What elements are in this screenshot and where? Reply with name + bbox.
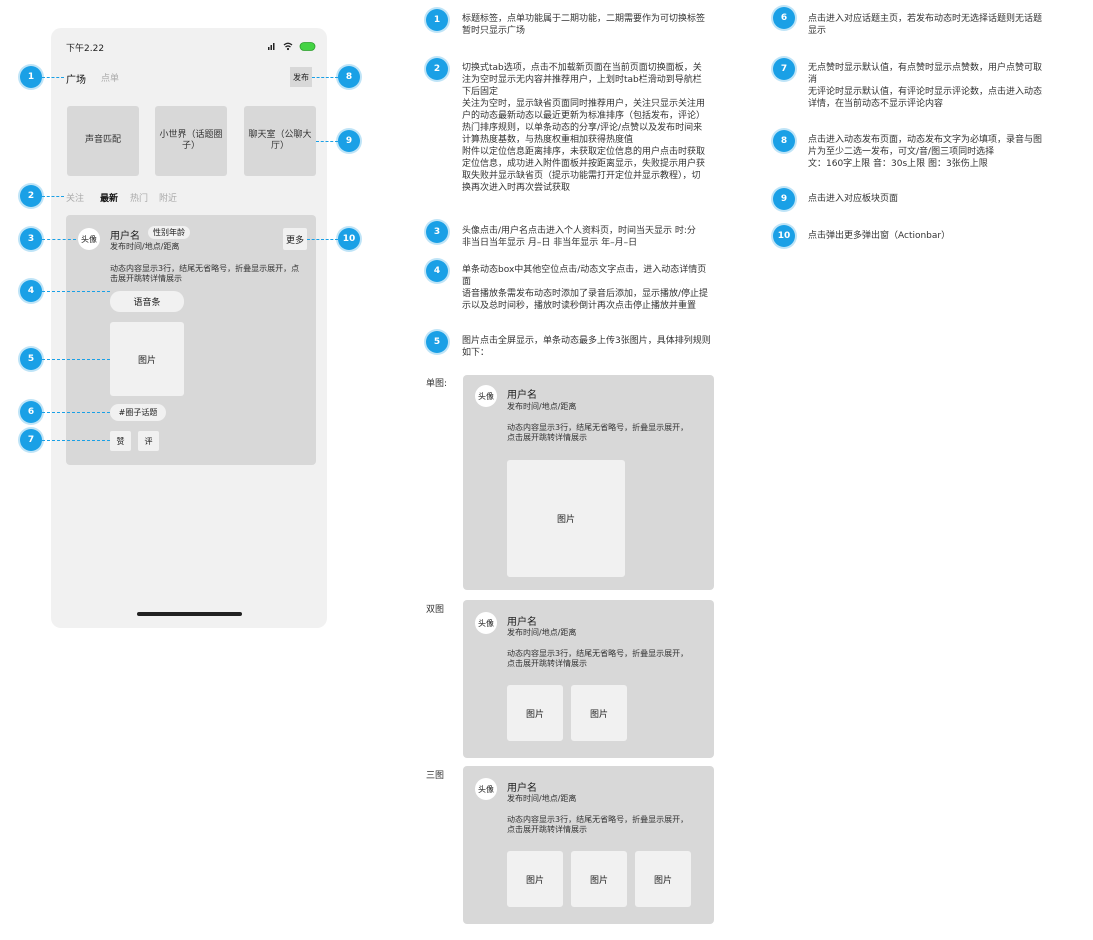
sample-avatar: 头像: [475, 612, 497, 634]
sample-image: 图片: [635, 851, 691, 907]
comment-button[interactable]: 评: [138, 431, 159, 451]
sample-image: 图片: [507, 685, 563, 741]
board-voice-match[interactable]: 声音匹配: [67, 106, 139, 176]
sample-content: 动态内容显示3行，结尾无省略号，折叠显示展开，点击展开跳转详情展示: [507, 649, 689, 668]
sample-image: 图片: [507, 460, 625, 577]
note-badge-10: 10: [773, 225, 795, 247]
post-username[interactable]: 用户名: [110, 231, 140, 242]
feed-post-card[interactable]: [66, 215, 316, 465]
wifi-icon: [283, 42, 293, 51]
tab-order[interactable]: 点单: [101, 74, 120, 84]
topic-tag[interactable]: #圈子话题: [110, 404, 166, 421]
callout-badge-5: 5: [20, 348, 42, 370]
filter-latest[interactable]: 最新: [100, 194, 119, 204]
status-icons: [268, 42, 316, 51]
post-gender-age-tag: 性别年龄: [148, 226, 190, 239]
callout-badge-8: 8: [338, 66, 360, 88]
sample-meta: 发布时间/地点/距离: [507, 628, 577, 637]
callout-line-10: [307, 239, 338, 240]
note-badge-1: 1: [426, 9, 448, 31]
note-10: 点击弹出更多弹出窗（Actionbar）: [808, 231, 951, 241]
tab-square[interactable]: 广场: [66, 75, 86, 86]
callout-badge-3: 3: [20, 228, 42, 250]
sample-label-single: 单图:: [426, 379, 448, 389]
signal-icon: [268, 43, 275, 50]
filter-following[interactable]: 关注: [66, 194, 85, 204]
note-9: 点击进入对应板块页面: [808, 194, 899, 204]
note-badge-4: 4: [426, 260, 448, 282]
callout-badge-7: 7: [20, 429, 42, 451]
post-avatar[interactable]: 头像: [78, 228, 100, 250]
sample-username: 用户名: [507, 390, 537, 401]
note-5: 图片点击全屏显示，单条动态最多上传3张图片，具体排列规则 如下：: [462, 336, 711, 358]
board-small-world[interactable]: 小世界（话题圈子）: [155, 106, 227, 176]
callout-badge-9: 9: [338, 130, 360, 152]
sample-image: 图片: [571, 685, 627, 741]
note-badge-7: 7: [773, 58, 795, 80]
note-badge-8: 8: [773, 130, 795, 152]
callout-badge-2: 2: [20, 185, 42, 207]
callout-line-6: [42, 412, 110, 413]
post-content[interactable]: 动态内容显示3行，结尾无省略号，折叠显示展开，点击展开跳转详情展示: [110, 264, 300, 283]
note-badge-9: 9: [773, 188, 795, 210]
sample-username: 用户名: [507, 617, 537, 628]
sample-meta: 发布时间/地点/距离: [507, 402, 577, 411]
sample-label-triple: 三图: [426, 771, 445, 781]
sample-image: 图片: [507, 851, 563, 907]
callout-badge-4: 4: [20, 280, 42, 302]
note-4: 单条动态box中其他空位点击/动态文字点击，进入动态详情页 面 语音播放条需发布…: [462, 265, 709, 311]
like-button[interactable]: 赞: [110, 431, 131, 451]
voice-bar[interactable]: 语音条: [110, 291, 184, 312]
callout-badge-1: 1: [20, 66, 42, 88]
note-7: 无点赞时显示默认值，有点赞时显示点赞数，用户点赞可取 消 无评论时显示默认值，有…: [808, 63, 1043, 109]
sample-label-double: 双图: [426, 605, 445, 615]
callout-badge-10: 10: [338, 228, 360, 250]
callout-line-9: [316, 141, 338, 142]
callout-line-7: [42, 440, 110, 441]
callout-line-8: [312, 77, 338, 78]
sample-content: 动态内容显示3行，结尾无省略号，折叠显示展开，点击展开跳转详情展示: [507, 815, 689, 834]
note-1: 标题标签，点单功能属于二期功能，二期需要作为可切换标签 暂时只显示广场: [462, 14, 706, 36]
callout-line-1: [42, 77, 64, 78]
sample-username: 用户名: [507, 783, 537, 794]
note-8: 点击进入动态发布页面，动态发布文字为必填项，录音与图 片为至少二选一发布，可文/…: [808, 135, 1043, 169]
callout-line-2: [42, 196, 64, 197]
sample-avatar: 头像: [475, 778, 497, 800]
publish-button[interactable]: 发布: [290, 67, 312, 87]
filter-nearby[interactable]: 附近: [159, 194, 178, 204]
callout-line-3: [42, 239, 76, 240]
post-image[interactable]: 图片: [110, 322, 184, 396]
post-meta: 发布时间/地点/距离: [110, 242, 180, 251]
sample-image: 图片: [571, 851, 627, 907]
note-badge-2: 2: [426, 58, 448, 80]
more-button[interactable]: 更多: [283, 228, 307, 250]
board-chatroom[interactable]: 聊天室（公聊大厅）: [244, 106, 316, 176]
sample-avatar: 头像: [475, 385, 497, 407]
note-6: 点击进入对应话题主页，若发布动态时无选择话题则无话题 显示: [808, 14, 1043, 36]
sample-meta: 发布时间/地点/距离: [507, 794, 577, 803]
note-badge-3: 3: [426, 221, 448, 243]
note-2: 切换式tab选项，点击不加载新页面在当前页面切换面板，关 注为空时显示无内容并推…: [462, 63, 706, 193]
battery-icon: [299, 42, 316, 51]
note-3: 头像点击/用户名点击进入个人资料页，时间当天显示 时:分 非当日当年显示 月–日…: [462, 226, 696, 248]
callout-badge-6: 6: [20, 401, 42, 423]
home-indicator: [137, 612, 242, 616]
callout-line-4: [42, 291, 110, 292]
status-time: 下午2.22: [66, 44, 105, 54]
filter-hot[interactable]: 热门: [130, 194, 149, 204]
sample-content: 动态内容显示3行，结尾无省略号，折叠显示展开，点击展开跳转详情展示: [507, 423, 689, 442]
note-badge-6: 6: [773, 7, 795, 29]
note-badge-5: 5: [426, 331, 448, 353]
callout-line-5: [42, 359, 110, 360]
